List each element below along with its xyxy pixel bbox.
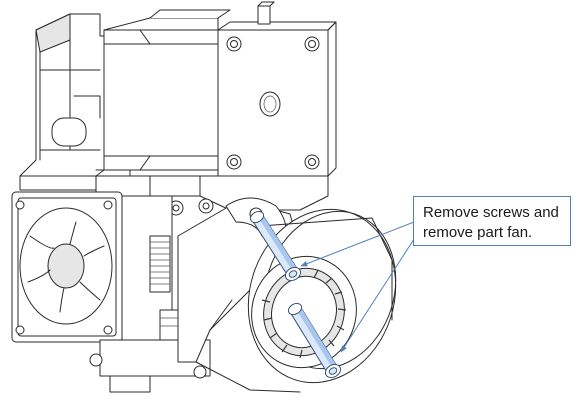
callout-text-line1: Remove screws and xyxy=(423,204,559,221)
callout-leaders xyxy=(300,221,417,353)
leader-arrow-lower xyxy=(340,235,417,353)
heatsink xyxy=(89,195,211,393)
screw-upper xyxy=(249,210,302,282)
hotend-fan xyxy=(11,191,123,343)
extruder-body xyxy=(19,13,131,191)
leader-arrow-upper xyxy=(300,221,415,267)
stepper-motor xyxy=(103,1,337,177)
callout-text-line2: remove part fan. xyxy=(423,224,533,241)
callout-box: Remove screws and remove part fan. xyxy=(413,196,571,246)
screw-lower xyxy=(287,302,342,379)
